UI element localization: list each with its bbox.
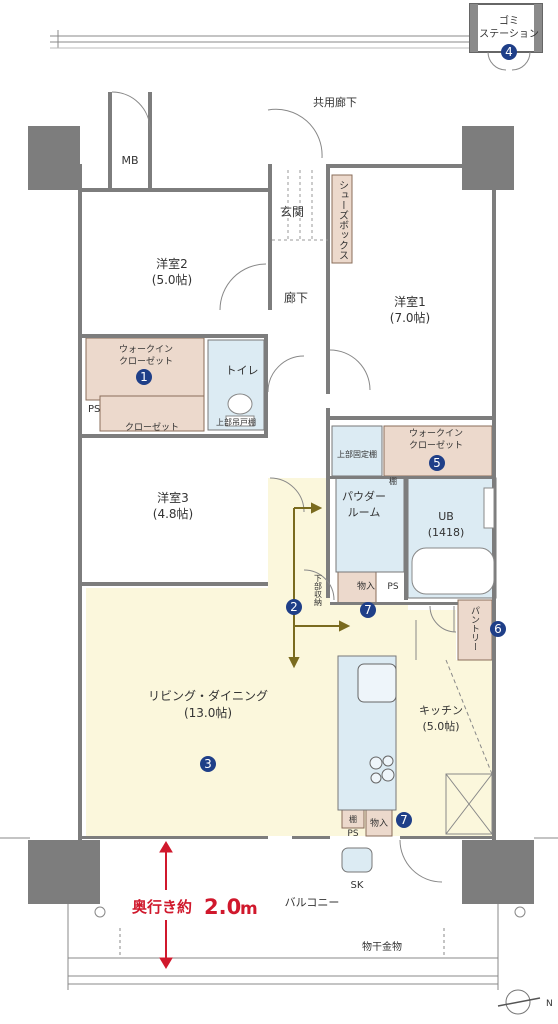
closet-label: クローゼット	[125, 421, 179, 433]
balcony-label: バルコニー	[285, 896, 340, 909]
western1-size: (7.0帖)	[390, 310, 430, 325]
svg-text:5: 5	[433, 456, 441, 470]
ub-size: (1418)	[428, 526, 465, 539]
marker-5: 5	[429, 455, 445, 471]
trash-station-label-2: ステーション	[479, 29, 539, 40]
svg-text:1: 1	[140, 370, 148, 384]
toilet-fixture	[225, 393, 255, 427]
marker-4: 4	[501, 44, 517, 60]
shelf-bottom-label: 棚	[349, 814, 357, 824]
closet-areas	[85, 174, 493, 837]
living-label: リビング・ダイニング	[148, 688, 268, 703]
marker-3: 3	[200, 756, 216, 772]
shelf-small-label: 棚	[389, 476, 397, 486]
shoe-box-label: シューズボックス	[337, 180, 349, 260]
depth-unit: m	[240, 899, 258, 919]
top-corridor-strip	[50, 30, 470, 49]
kitchen-cabinet-outline	[445, 659, 493, 835]
lower-storage-label: 下部収納	[314, 574, 323, 607]
wic2-label-2: クローゼット	[409, 439, 463, 451]
upper-fixed-shelf-label: 上部固定棚	[337, 449, 377, 459]
svg-text:7: 7	[400, 813, 408, 827]
western3-size: (4.8帖)	[153, 506, 193, 521]
western2-label: 洋室2	[156, 256, 188, 271]
depth-value: 2.0	[204, 895, 241, 919]
storage-in-bottom-label: 物入	[370, 817, 388, 829]
trash-station: ゴミ ステーション	[469, 3, 543, 71]
corridor-label: 廊下	[284, 290, 308, 305]
kitchen-label: キッチン	[419, 704, 463, 717]
powder-room-label-1: パウダー	[342, 489, 386, 503]
marker-7-lower: 7	[396, 812, 412, 828]
laundry-pole-label: 物干金物	[362, 940, 402, 953]
north-arrow-icon: N	[497, 989, 553, 1015]
wic-label-2: クローゼット	[119, 355, 173, 367]
svg-text:3: 3	[204, 757, 212, 771]
kitchen-counter-fixtures	[357, 663, 397, 784]
svg-text:7: 7	[364, 603, 372, 617]
door-swings	[111, 91, 457, 883]
depth-annotation: 奥行き約 2.0 m	[126, 890, 266, 920]
circulation-arrows	[288, 502, 351, 669]
western3-label: 洋室3	[157, 490, 189, 505]
western1-label: 洋室1	[394, 294, 426, 309]
bathtub	[411, 487, 495, 595]
marker-7-upper: 7	[360, 602, 376, 618]
marker-2: 2	[286, 599, 302, 615]
marker-1: 1	[136, 369, 152, 385]
living-size: (13.0帖)	[184, 705, 232, 720]
svg-text:2: 2	[290, 600, 298, 614]
powder-room-label-2: ルーム	[348, 506, 381, 519]
western2-size: (5.0帖)	[152, 272, 192, 287]
upper-cabinet-toilet-label: 上部吊戸棚	[216, 417, 256, 427]
depth-prefix: 奥行き約	[132, 898, 192, 916]
wic-label-1: ウォークイン	[119, 344, 173, 355]
wic2-label-1: ウォークイン	[409, 428, 463, 439]
pantry-label: パントリー	[469, 606, 480, 651]
common-corridor-label: 共用廊下	[313, 95, 357, 109]
balcony	[0, 837, 558, 990]
ub-label: UB	[438, 510, 454, 523]
entrance-label: 玄関	[280, 204, 304, 219]
trash-station-label-1: ゴミ	[499, 14, 519, 27]
north-label: N	[546, 999, 553, 1009]
ps-mid-label: PS	[387, 582, 398, 592]
toilet-label: トイレ	[226, 364, 259, 377]
kitchen-size: (5.0帖)	[422, 720, 459, 733]
svg-text:4: 4	[505, 45, 513, 59]
sk-label: SK	[351, 880, 364, 891]
marker-6: 6	[490, 621, 506, 637]
ps-left-label: PS	[88, 404, 100, 415]
storage-in-label: 物入	[357, 580, 375, 592]
ps-bottom-label: PS	[347, 829, 358, 839]
mb-label: MB	[121, 154, 138, 167]
svg-text:6: 6	[494, 622, 502, 636]
